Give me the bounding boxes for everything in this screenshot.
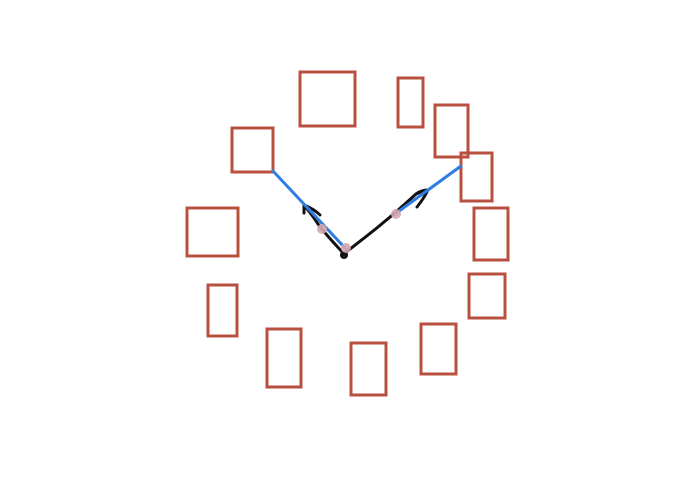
box-right-3	[467, 272, 507, 320]
box-right-2	[472, 206, 510, 262]
connector-top-left	[271, 169, 348, 251]
node-right-mid	[391, 209, 401, 219]
box-bottom-right	[419, 322, 458, 376]
box-right-1	[459, 151, 494, 203]
box-group	[185, 70, 510, 397]
box-bottom-center	[349, 341, 388, 397]
box-left-1	[206, 283, 239, 338]
connector-group	[271, 164, 463, 251]
box-top-left	[230, 126, 275, 174]
box-top-right-1	[396, 76, 425, 129]
box-top-right-2	[433, 103, 470, 159]
node-group	[317, 209, 401, 253]
box-top-center	[298, 70, 357, 128]
connector-top-right	[393, 164, 463, 216]
sketch-right-stroke	[342, 188, 430, 256]
box-left-2	[185, 206, 240, 258]
node-center	[341, 243, 351, 253]
box-bottom-left	[265, 327, 303, 389]
node-left-mid	[317, 224, 327, 234]
